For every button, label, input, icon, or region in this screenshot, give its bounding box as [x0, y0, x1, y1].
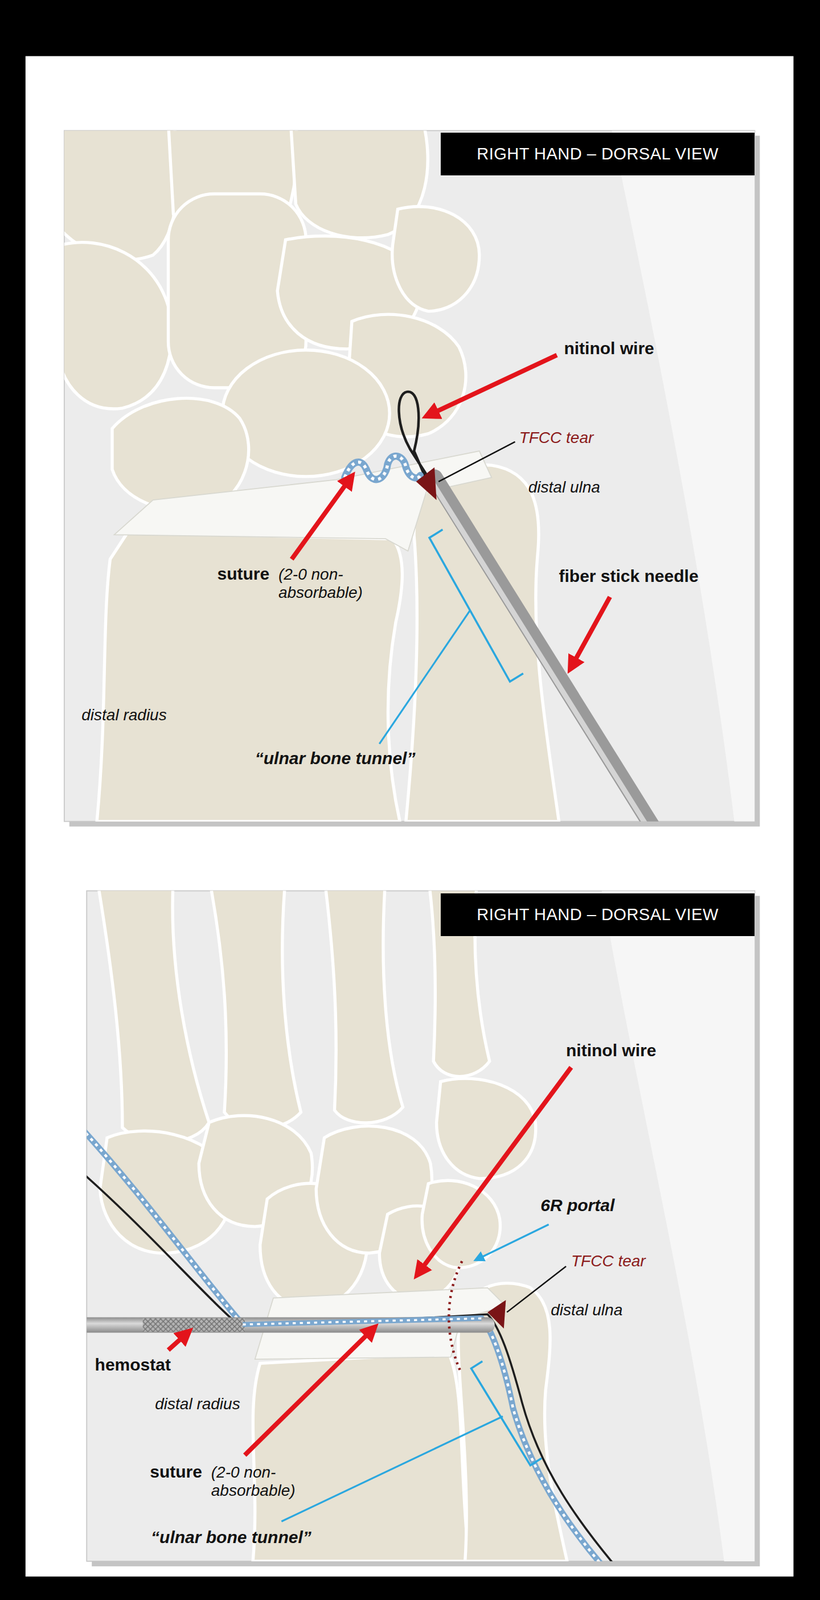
part-label: TFCC tear: [571, 1252, 646, 1271]
red-arrow: [168, 1332, 188, 1350]
part-label: distal ulna: [528, 478, 601, 497]
tfcc-tear: [416, 467, 437, 500]
title-text: RIGHT HAND – DORSAL VIEW: [476, 905, 719, 925]
distal-radius-bone: [96, 532, 403, 822]
suture-strand: [86, 1117, 612, 1562]
part-label: “ulnar bone tunnel”: [150, 1527, 312, 1548]
skin-band: [612, 130, 756, 822]
cyan-arrow: [477, 1224, 549, 1260]
portal-outline: [448, 1261, 462, 1373]
part-label: (2-0 non-absorbable): [211, 1463, 314, 1500]
tunnel-bracket: [429, 529, 524, 682]
carpal-bones: [100, 1078, 536, 1309]
suture-strand: [344, 456, 421, 480]
part-label: (2-0 non-absorbable): [278, 565, 381, 602]
needle-highlight: [430, 479, 660, 822]
tunnel-bracket: [470, 1361, 542, 1466]
part-label: hemostat: [95, 1355, 171, 1376]
red-arrow: [428, 355, 557, 416]
metacarpal-bones: [96, 890, 490, 1143]
page-sheet: [25, 56, 794, 1577]
red-arrow: [244, 1328, 374, 1455]
part-label: suture: [149, 1462, 203, 1483]
nitinol-wire: [86, 1163, 625, 1562]
suture-twist: [86, 1117, 612, 1562]
red-arrow: [291, 477, 351, 560]
panel-illustration: [86, 890, 755, 1561]
part-label: nitinol wire: [563, 338, 654, 359]
bone: [208, 890, 301, 1129]
bone: [324, 890, 404, 1123]
bone: [64, 242, 172, 409]
part-label: “ulnar bone tunnel”: [255, 748, 416, 769]
tfcc-tear: [487, 1300, 506, 1329]
title-bar: RIGHT HAND – DORSAL VIEW: [440, 132, 755, 176]
part-label: fiber stick needle: [558, 566, 699, 587]
bone: [64, 130, 179, 260]
red-arrow: [417, 1067, 572, 1274]
red-arrow: [571, 596, 610, 668]
leader-line: [379, 610, 470, 745]
carpal-bones: [64, 130, 480, 511]
part-label: distal radius: [154, 1395, 240, 1414]
part-label: 6R portal: [540, 1195, 615, 1216]
part-label: distal ulna: [550, 1301, 623, 1320]
title-bar: RIGHT HAND – DORSAL VIEW: [440, 893, 755, 937]
bone: [392, 206, 480, 312]
hemostat: [86, 1317, 495, 1334]
fiber-stick-needle: [434, 477, 666, 822]
part-label: suture: [216, 564, 270, 585]
suture-twist: [242, 1318, 482, 1325]
bone: [96, 890, 209, 1143]
skin-band: [601, 890, 756, 1561]
leader-line: [438, 441, 515, 482]
panel-ground: [64, 130, 756, 822]
part-label: distal radius: [81, 706, 167, 725]
part-label: TFCC tear: [519, 428, 594, 448]
panel-illustration: [64, 130, 756, 822]
suture-strand: [242, 1318, 482, 1325]
bone: [436, 1078, 536, 1179]
hemostat-jaws: [142, 1318, 245, 1332]
leader-line: [281, 1416, 503, 1522]
panel-ground: [86, 890, 755, 1561]
suture-twist: [344, 456, 421, 480]
part-label: nitinol wire: [566, 1040, 656, 1061]
title-text: RIGHT HAND – DORSAL VIEW: [476, 144, 719, 164]
tfcc-cartilage: [114, 451, 492, 552]
